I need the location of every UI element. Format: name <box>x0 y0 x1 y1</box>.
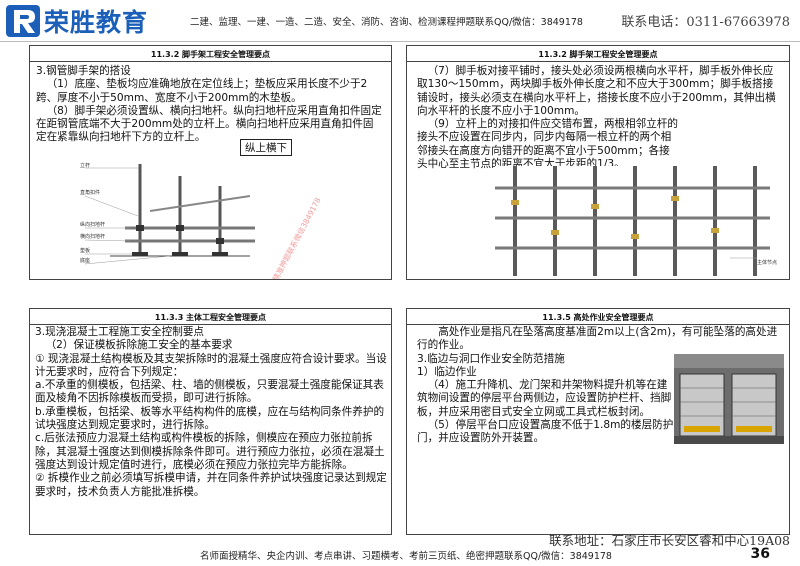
paragraph: a.不承重的侧模板，包括梁、柱、墙的侧模板，只要混凝土强度能保证其表面及棱角不因… <box>35 379 384 405</box>
footer-address: 联系地址：石家庄市长安区睿和中心19A08 <box>549 533 790 548</box>
slide-scaffold-erection: 11.3.2 脚手架工程安全管理要点 3.钢管脚手架的搭设 （1）底座、垫板均应… <box>29 45 392 280</box>
slide-text: 3.现浇混凝土工程施工安全控制要点 （2）保证模板拆除施工安全的基本要求 ① 现… <box>35 326 389 499</box>
header-courses: 二建、监理、一建、一造、二造、安全、消防、咨询、检测课程押题联系QQ/微信：38… <box>190 17 583 28</box>
paragraph: ① 现浇混凝土结构模板及其支架拆除时的混凝土强度应符合设计要求。当设计无要求时，… <box>35 352 387 378</box>
page-number: 36 <box>750 546 770 562</box>
slide-scaffold-board: 11.3.2 脚手架工程安全管理要点 （7）脚手板对接平铺时，接头处必须设两根横… <box>406 45 790 280</box>
paragraph: （5）停层平台口应设置高度不低于1.8m的楼层防护门，并应设置防外开装置。 <box>417 419 674 445</box>
logo-icon <box>6 5 40 37</box>
paragraph: b.承重模板，包括梁、板等水平结构构件的底模，应在与结构同条件养护的试块强度达到… <box>35 405 385 432</box>
paragraph: （9）立杆上的对接扣件应交错布置，两根相邻立杆的接头不应设置在同步内，同步内每隔… <box>417 118 678 171</box>
figure-label: 垫板 <box>80 247 90 254</box>
slide-title: 11.3.5 高处作业安全管理要点 <box>542 313 654 322</box>
figure-label: 底座 <box>80 257 90 264</box>
paragraph: ② 拆模作业之前必须填写拆模申请，并在同条件养护试块强度记录达到规定要求时，技术… <box>35 472 387 498</box>
scaffold-joint-figure: 主体节点 <box>495 166 777 276</box>
logo-text: 荣胜教育 <box>44 8 149 37</box>
figure-label: 横向扫地杆 <box>80 233 105 240</box>
slide-work-at-height: 11.3.5 高处作业安全管理要点 高处作业是指凡在坠落高度基准面2m以上(含2… <box>406 308 790 535</box>
paragraph: c.后张法预应力混凝土结构或构件模板的拆除，侧模应在预应力张拉前拆除，其混凝土强… <box>35 432 385 471</box>
slide-text: （7）脚手板对接平铺时，接头处必须设两根横向水平杆，脚手板外伸长应取130～15… <box>417 65 781 171</box>
title-divider <box>30 324 391 325</box>
footer-slogan: 名师面授精华、央企内训、考点串讲、习题横考、考前三页纸、绝密押题联系QQ/微信：… <box>200 551 612 562</box>
slide-text: 高处作业是指凡在坠落高度基准面2m以上(含2m)，有可能坠落的高处进行的作业。 … <box>417 326 781 446</box>
paragraph: （7）脚手板对接平铺时，接头处必须设两根横向水平杆，脚手板外伸长应取130～15… <box>417 65 776 117</box>
header-phone: 联系电话：0311-67663978 <box>621 15 790 30</box>
paragraph: （4）施工升降机、龙门架和井架物料提升机等在建筑物间设置的停层平台两侧边，应设置… <box>417 379 672 418</box>
section-heading: 3.现浇混凝土工程施工安全控制要点 <box>35 326 205 338</box>
scaffold-diagram: 立杆 直角扣件 纵向扫地杆 横向扫地杆 垫板 底座 <box>80 162 255 265</box>
paragraph: （1）底座、垫板均应准确地放在定位线上；垫板应采用长度不少于2跨、厚度不小于50… <box>36 78 368 104</box>
slide-text: 3.钢管脚手架的搭设 （1）底座、垫板均应准确地放在定位线上；垫板应采用长度不少… <box>36 65 382 145</box>
slide-formwork-removal: 11.3.3 主体工程安全管理要点 3.现浇混凝土工程施工安全控制要点 （2）保… <box>29 308 392 535</box>
section-heading: 3.钢管脚手架的搭设 <box>36 65 131 77</box>
paragraph: 高处作业是指凡在坠落高度基准面2m以上(含2m)，有可能坠落的高处进行的作业。 <box>417 326 778 352</box>
logo: 荣胜教育 <box>6 4 164 38</box>
sub-heading: 1）临边作业 <box>417 365 477 378</box>
title-divider <box>407 61 789 62</box>
figure-label: 主体节点 <box>757 259 777 266</box>
hoist-gate-photo <box>674 354 784 444</box>
page-header: 荣胜教育 二建、监理、一建、一造、二造、安全、消防、咨询、检测课程押题联系QQ/… <box>0 0 800 42</box>
figure-label: 纵向扫地杆 <box>80 221 105 228</box>
figure-label: 立杆 <box>80 162 90 169</box>
paragraph: （8）脚手架必须设置纵、横向扫地杆。纵向扫地杆应采用直角扣件固定在距钢管底端不大… <box>36 104 382 144</box>
title-divider <box>30 61 391 62</box>
callout-box: 纵上横下 <box>240 139 292 156</box>
sub-heading: （2）保证模板拆除施工安全的基本要求 <box>45 339 233 352</box>
slide-title: 11.3.2 脚手架工程安全管理要点 <box>150 50 271 59</box>
slide-title: 11.3.2 脚手架工程安全管理要点 <box>538 50 658 59</box>
section-heading: 3.临边与洞口作业安全防范措施 <box>417 352 565 365</box>
figure-label: 直角扣件 <box>80 189 100 196</box>
slide-title: 11.3.3 主体工程安全管理要点 <box>154 313 267 322</box>
title-divider <box>407 324 789 325</box>
